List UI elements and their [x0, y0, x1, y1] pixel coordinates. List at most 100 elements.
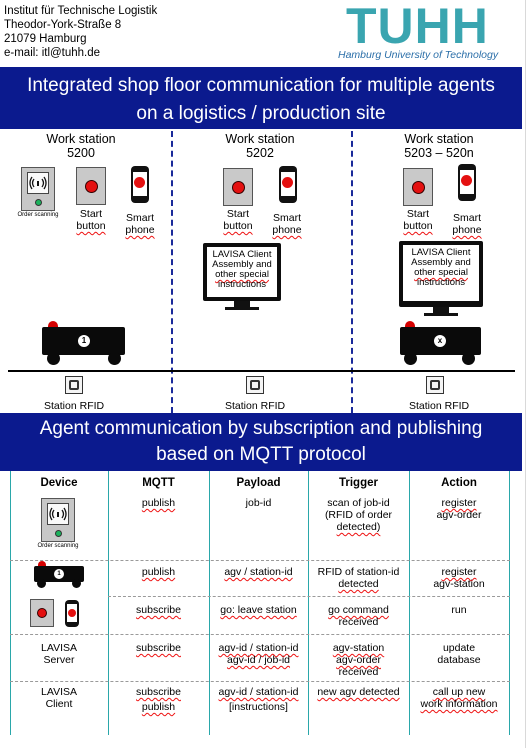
action-line: database: [437, 654, 481, 666]
row4-mqtt: subscribe: [136, 642, 181, 654]
label-line: phone: [272, 224, 302, 236]
smartphone-icon: [131, 166, 149, 203]
top-banner-line1: Integrated shop floor communication for …: [27, 75, 495, 96]
order-scanner-icon: [41, 498, 75, 542]
start-button-icon: [403, 168, 433, 206]
agv-light: [38, 561, 46, 566]
station-rfid-label: Station RFID: [225, 400, 286, 412]
table-border: [10, 471, 11, 735]
row4-payload: agv-id / station-id agv-id / job-id: [209, 642, 308, 666]
header-trigger: Trigger: [339, 477, 378, 489]
order-scanning-label: Order scanning: [37, 543, 79, 549]
trigger-line: detected): [336, 521, 381, 533]
workstation-number: 5200: [67, 146, 95, 160]
agv-vehicle: x: [400, 327, 481, 355]
label-line: phone: [125, 224, 155, 236]
row1-action: register agv-order: [409, 497, 509, 521]
trigger-line: agv-station: [332, 642, 385, 654]
label-line: phone: [452, 224, 482, 236]
monitor-text: LAVISA Client: [212, 249, 272, 260]
header-payload: Payload: [236, 477, 281, 489]
trigger-line: (RFID of order: [324, 509, 393, 521]
header-mqtt: MQTT: [142, 477, 175, 489]
station-divider: [351, 131, 353, 413]
row1-mqtt: publish: [141, 497, 176, 509]
label-line: Smart: [272, 212, 301, 224]
trigger-line: detected: [338, 578, 379, 590]
label-line: button: [76, 220, 106, 232]
institute-address: Institut für Technische Logistik Theodor…: [4, 4, 157, 60]
table-border: [308, 471, 309, 735]
action-line: call up new: [432, 686, 486, 698]
start-button-label: Start button: [66, 208, 116, 232]
agv-wheel: [47, 352, 60, 365]
monitor-text: other special: [215, 269, 269, 280]
action-line: update: [442, 642, 476, 654]
monitor-base: [225, 307, 259, 310]
table-border: [108, 471, 109, 735]
agv-id-badge: x: [434, 335, 446, 347]
agv-wheel: [37, 579, 46, 588]
agv-wheel: [108, 352, 121, 365]
label-line: Start: [406, 208, 430, 220]
bottom-banner-line1: Agent communication by subscription and …: [39, 418, 483, 439]
device-line: LAVISA: [41, 642, 77, 654]
order-scanner-icon: [21, 167, 55, 211]
monitor-stand: [234, 301, 250, 307]
row2-mqtt: publish: [141, 566, 176, 578]
label-line: button: [403, 220, 433, 232]
order-scanning-label: Order scanning: [17, 212, 59, 218]
agv-id-badge: 1: [54, 569, 64, 579]
smartphone-icon: [458, 164, 476, 201]
table-border: [409, 471, 410, 735]
table-border: [509, 471, 510, 735]
row3-mqtt: subscribe: [136, 604, 181, 616]
trigger-line: received: [338, 616, 379, 628]
trigger-line: agv-order: [336, 654, 381, 666]
start-button-icon: [76, 167, 106, 205]
action-line: register: [441, 497, 477, 509]
row5-action: call up new work information: [409, 686, 509, 710]
row5-payload: agv-id / station-id [instructions]: [209, 686, 308, 713]
header-device: Device: [40, 477, 78, 489]
start-button-label: Start button: [213, 208, 263, 232]
label-line: Start: [226, 208, 250, 220]
smartphone-icon: [65, 600, 79, 627]
row-divider: [108, 596, 510, 597]
row5-mqtt: subscribe publish: [108, 686, 209, 713]
monitor-text: Assembly and: [411, 257, 471, 268]
mqtt-line: publish: [141, 701, 176, 713]
address-line: e-mail: itl@tuhh.de: [4, 47, 101, 59]
row3-payload: go: leave station: [220, 604, 297, 616]
agv-wheel: [462, 352, 475, 365]
mqtt-line: subscribe: [136, 686, 181, 698]
row-divider: [10, 634, 510, 635]
row4-action: update database: [409, 642, 509, 666]
monitor-text: instructions: [416, 277, 466, 288]
payload-line: agv-id / station-id: [218, 642, 299, 654]
row-divider: [10, 681, 510, 682]
station-rfid-label: Station RFID: [44, 400, 105, 412]
smartphone-label: Smart phone: [115, 212, 165, 236]
row3-action: run: [451, 604, 467, 616]
top-banner-line2: on a logistics / production site: [136, 103, 386, 124]
agv-icon: 1: [34, 566, 84, 582]
label-line: Smart: [125, 212, 154, 224]
lavisa-client-monitor: LAVISA Client Assembly and other special…: [203, 243, 281, 301]
workstation-number: 5202: [246, 146, 274, 160]
station-divider: [171, 131, 173, 413]
address-line: Institut für Technische Logistik: [4, 5, 158, 17]
agv-wheel: [72, 579, 81, 588]
start-button-icon: [223, 168, 253, 206]
trigger-line: go command: [328, 604, 389, 616]
monitor-base: [424, 313, 458, 316]
row5-trigger: new agv detected: [317, 686, 400, 698]
row3-trigger: go command received: [308, 604, 409, 628]
smartphone-icon: [279, 166, 297, 203]
monitor-stand: [433, 307, 449, 313]
agv-wheel: [404, 352, 417, 365]
payload-line: agv-id / station-id: [218, 686, 299, 698]
action-line: agv-order: [436, 509, 482, 521]
row-divider: [10, 560, 510, 561]
